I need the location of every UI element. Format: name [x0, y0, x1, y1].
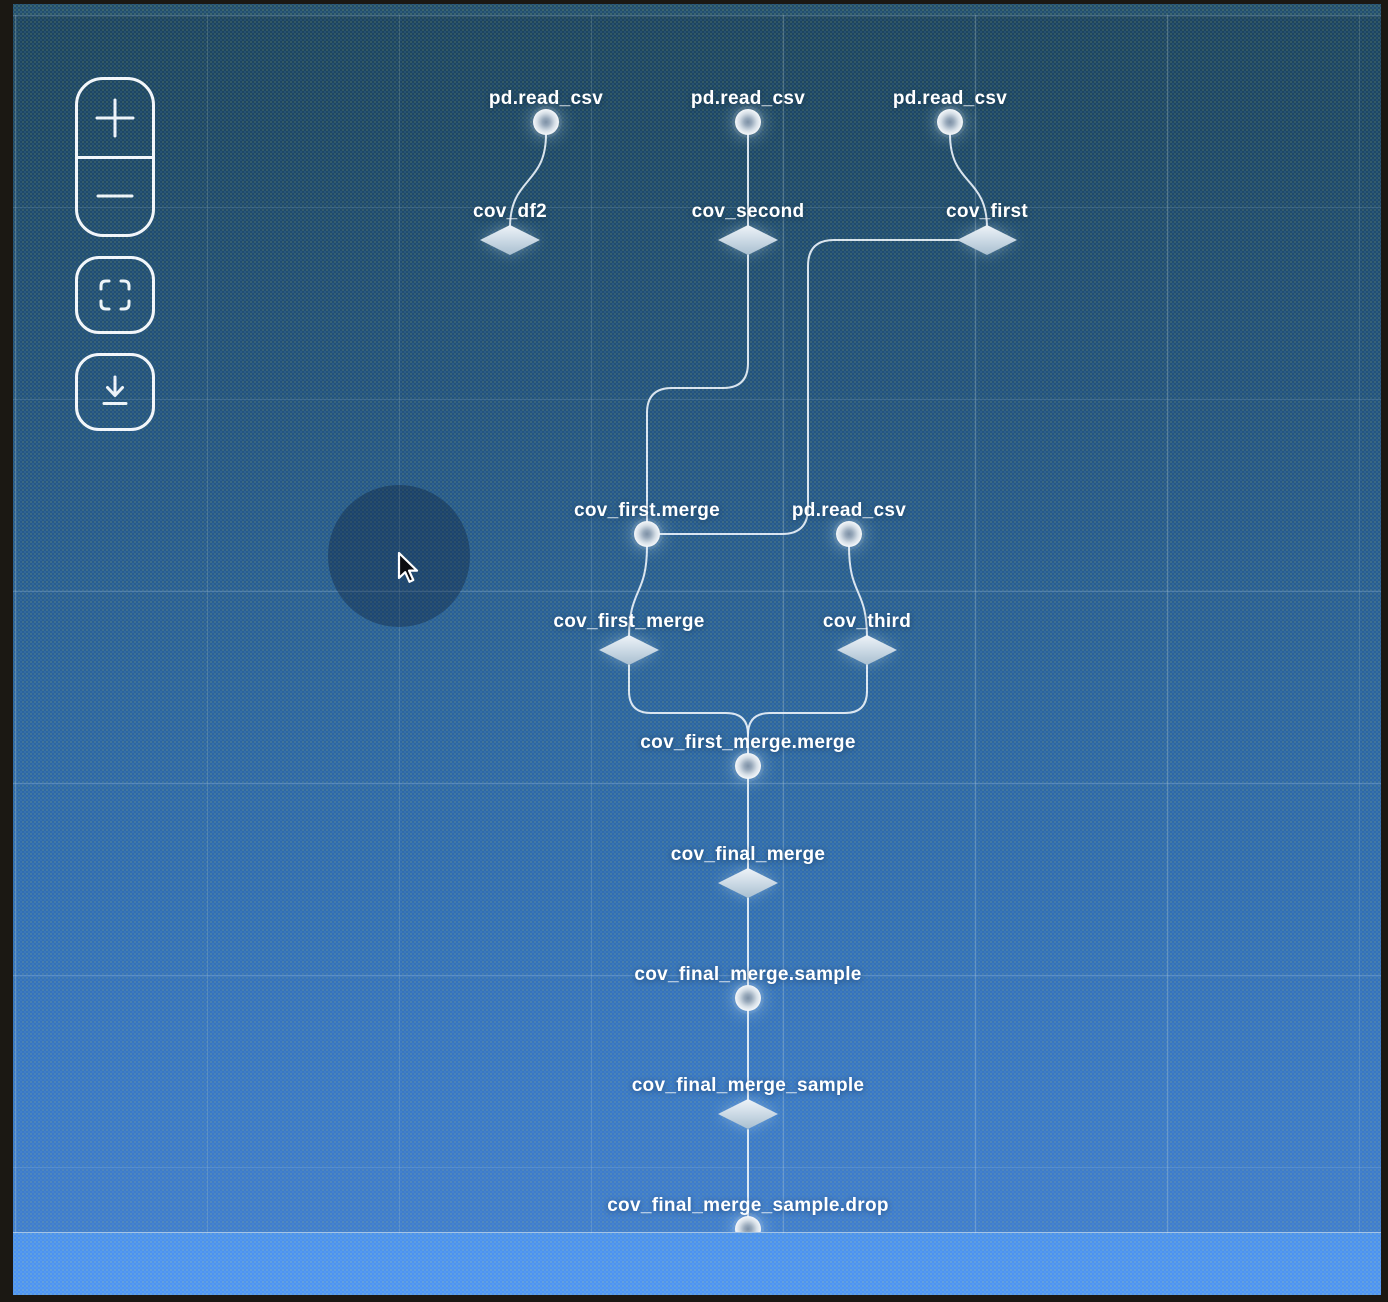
edge-read_csv_3-to-cov_first	[949, 133, 988, 229]
download-icon	[102, 375, 128, 405]
node-data-diamond-cov_first_merge[interactable]	[599, 635, 659, 665]
edge-cov_first_merge_fn-to-cov_first_merge	[628, 545, 648, 639]
node-function-circle-cov_final_merge_sample_fn[interactable]	[735, 985, 761, 1011]
mouse-cursor-icon	[397, 551, 419, 583]
edge-cov_first_merge-to-cov_first_merge_merge_fn	[628, 663, 749, 757]
diamond-shape	[480, 225, 540, 255]
node-data-diamond-cov_df2[interactable]	[480, 225, 540, 255]
graph-layer: pd.read_csv pd.read_csv pd.read_csv cov_df2…	[473, 88, 1028, 1232]
flowchart-toolbar	[75, 77, 155, 431]
diamond-shape	[718, 1099, 778, 1129]
node-data-diamond-cov_final_merge_sample[interactable]	[718, 1099, 778, 1129]
expand-icon	[99, 279, 131, 311]
node-function-circle-read_csv_4[interactable]	[836, 521, 862, 547]
node-data-diamond-cov_first[interactable]	[957, 225, 1017, 255]
node-function-circle-cov_first_merge_fn[interactable]	[634, 521, 660, 547]
diamond-shape	[718, 868, 778, 898]
zoom-in-button[interactable]	[78, 80, 152, 156]
node-label: cov_third	[822, 611, 912, 632]
diamond-shape	[957, 225, 1017, 255]
node-label: cov_second	[691, 201, 805, 222]
node-label: pd.read_csv	[690, 88, 806, 109]
node-function-circle-read_csv_3[interactable]	[937, 109, 963, 135]
node-label: cov_first_merge.merge	[640, 732, 856, 753]
edge-read_csv_1-to-cov_df2	[509, 133, 547, 229]
diamond-shape	[718, 225, 778, 255]
button-divider	[78, 155, 152, 159]
node-function-circle-cov_first_merge_merge_fn[interactable]	[735, 753, 761, 779]
node-label: cov_final_merge	[670, 844, 826, 865]
edges-layer	[509, 133, 988, 1223]
node-function-circle-read_csv_2[interactable]	[735, 109, 761, 135]
download-button[interactable]	[75, 353, 155, 431]
node-label: cov_first	[946, 201, 1028, 222]
node-label: cov_final_merge_sample.drop	[607, 1195, 889, 1216]
node-function-circle-read_csv_1[interactable]	[533, 109, 559, 135]
node-data-diamond-cov_second[interactable]	[718, 225, 778, 255]
edge-cov_first-to-cov_first_merge_fn	[658, 239, 959, 535]
minus-icon	[96, 194, 134, 198]
node-function-circle-cov_final_merge_sample_drop_fn[interactable]	[735, 1216, 761, 1232]
node-label: cov_df2	[473, 201, 547, 222]
node-label: pd.read_csv	[488, 88, 604, 109]
node-label: cov_final_merge_sample	[631, 1075, 865, 1096]
edge-cov_second-to-cov_first_merge_fn	[646, 251, 749, 527]
grid-sheet	[13, 15, 1381, 1233]
edge-cov_third-to-cov_first_merge_merge_fn	[747, 663, 868, 757]
node-label: cov_first.merge	[573, 500, 721, 521]
zoom-button-group	[75, 77, 155, 237]
plus-icon	[95, 98, 135, 138]
node-label: pd.read_csv	[892, 88, 1008, 109]
node-label: cov_final_merge.sample	[634, 964, 862, 985]
diamond-shape	[599, 635, 659, 665]
edge-read_csv_4-to-cov_third	[848, 545, 868, 639]
node-data-diamond-cov_third[interactable]	[837, 635, 897, 665]
node-label: cov_first_merge	[553, 611, 705, 632]
fit-to-screen-button[interactable]	[75, 256, 155, 334]
node-data-diamond-cov_final_merge[interactable]	[718, 868, 778, 898]
flowchart-canvas[interactable]	[13, 4, 1381, 1295]
diamond-shape	[837, 635, 897, 665]
zoom-out-button[interactable]	[78, 159, 152, 235]
node-label: pd.read_csv	[791, 500, 907, 521]
